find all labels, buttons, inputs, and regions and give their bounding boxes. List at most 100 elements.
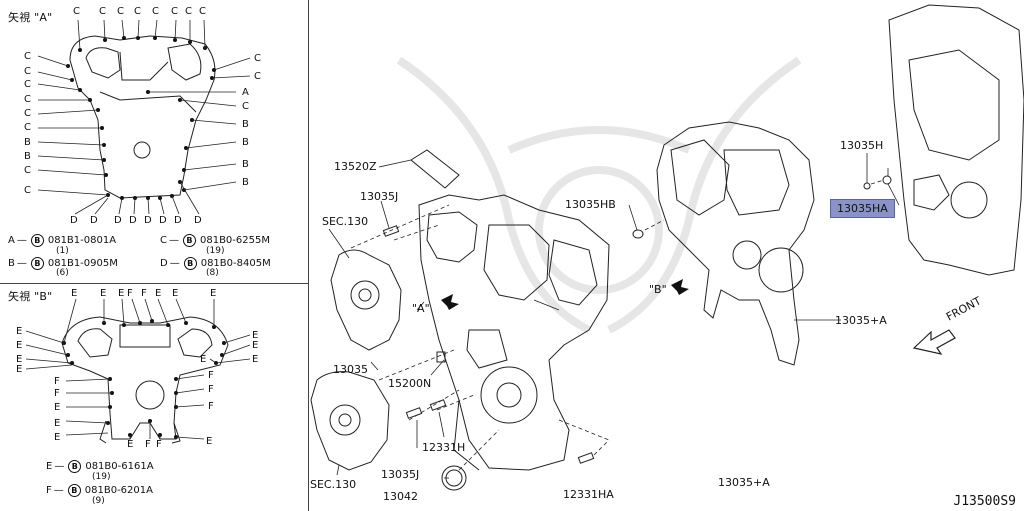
view-a-left-letter: C (24, 185, 32, 196)
view-a-left-letter: C (24, 165, 32, 176)
part-number[interactable]: 081B0-6255M (199, 235, 270, 246)
part-number[interactable]: 081B0-6161A (85, 461, 154, 472)
view-b-top-letter: E (118, 288, 125, 299)
view-b-lower-left-letter: E (54, 418, 61, 429)
view-b-lower-left-letter: F (54, 376, 60, 387)
view-a-bottom-letter: D (144, 215, 152, 226)
view-b-right-letter: E (200, 354, 207, 365)
left-panel-divider (308, 0, 309, 511)
view-b-left-letter: E (16, 364, 23, 375)
part-callout-13042[interactable]: 13042 (383, 490, 418, 503)
view-a-left-letter: C (24, 79, 32, 90)
view-a-bottom-letter: D (174, 215, 182, 226)
view-b-top-letter: F (127, 288, 133, 299)
legend-qty: (6) (56, 268, 69, 278)
view-b-top-letter: E (155, 288, 162, 299)
part-callout-13035a-bottom[interactable]: 13035+A (718, 476, 770, 489)
view-b-bottom-letter: F (145, 439, 151, 450)
view-a-right-letter: B (242, 177, 250, 188)
view-a-left-letter: B (24, 137, 32, 148)
view-b-lower-left-letter: E (54, 432, 61, 443)
view-a-left-letter: C (24, 122, 32, 133)
view-arrow-icon (441, 279, 689, 310)
view-a-right-letter: C (242, 101, 250, 112)
view-a-top-letter: C (199, 6, 207, 17)
view-b-lower-left-letter: F (54, 388, 60, 399)
view-a-title: 矢視 "A" (8, 11, 53, 24)
bolt-circle-icon: B (182, 234, 196, 247)
view-a-cover-drawing (37, 19, 251, 215)
view-a-legend-row-d: D— B 081B0-8405M (160, 257, 271, 270)
view-b-lower-right-letter: F (208, 401, 214, 412)
view-b-bottom-letter: E (206, 436, 213, 447)
section-ref-sec130-top[interactable]: SEC.130 (322, 215, 369, 228)
view-a-top-letter: C (152, 6, 160, 17)
view-a-left-letter: B (24, 151, 32, 162)
part-callout-13520z[interactable]: 13520Z (334, 160, 377, 173)
part-callout-13035[interactable]: 13035 (333, 363, 368, 376)
view-a-bottom-letter: D (114, 215, 122, 226)
view-a-bottom-letter: D (129, 215, 137, 226)
view-b-right-letter: E (252, 340, 259, 351)
view-a-legend-row-c: C— B 081B0-6255M (160, 234, 270, 247)
legend-qty: (19) (92, 472, 111, 482)
view-a-bottom-letter: D (90, 215, 98, 226)
view-a-bottom-letter: D (159, 215, 167, 226)
part-callout-13035a-right[interactable]: 13035+A (835, 314, 887, 327)
part-callout-12331ha[interactable]: 12331HA (563, 488, 614, 501)
section-ref-sec130-bottom[interactable]: SEC.130 (310, 478, 357, 491)
view-a-right-letter: B (242, 159, 250, 170)
bolt-circle-icon: B (30, 234, 44, 247)
part-callout-15200n[interactable]: 15200N (388, 377, 432, 390)
view-a-top-letter: C (185, 6, 193, 17)
view-a-top-letter: C (99, 6, 107, 17)
view-b-bottom-letter: F (156, 439, 162, 450)
view-b-top-letter: E (172, 288, 179, 299)
part-callout-13035hb[interactable]: 13035HB (565, 198, 616, 211)
part-number[interactable]: 081B1-0905M (47, 258, 118, 269)
view-b-right-letter: E (252, 330, 259, 341)
view-a-top-letter: C (117, 6, 125, 17)
legend-qty: (9) (92, 496, 105, 506)
view-b-top-letter: E (71, 288, 78, 299)
view-b-right-letter: E (252, 354, 259, 365)
view-a-top-letter: C (171, 6, 179, 17)
view-a-right-letter: C (254, 53, 262, 64)
view-a-left-letter: C (24, 51, 32, 62)
diagram-code: J13500S9 (953, 494, 1016, 509)
view-a-left-letter: C (24, 66, 32, 77)
view-a-legend-row-a: A— B 081B1-0801A (8, 234, 117, 247)
view-b-title: 矢視 "B" (8, 290, 53, 303)
part-callout-13035h[interactable]: 13035H (840, 139, 884, 152)
part-callout-12331h[interactable]: 12331H (422, 441, 466, 454)
legend-qty: (19) (206, 246, 225, 256)
view-a-left-letter: C (24, 94, 32, 105)
view-a-marker[interactable]: "A" (412, 302, 430, 315)
part-number[interactable]: 081B0-6201A (84, 485, 153, 496)
part-callout-13035j-bottom[interactable]: 13035J (381, 468, 420, 481)
part-number[interactable]: 081B0-8405M (200, 258, 271, 269)
bolt-circle-icon: B (183, 257, 197, 270)
view-a-left-letter: C (24, 108, 32, 119)
view-a-right-letter: B (242, 119, 250, 130)
view-b-lower-left-letter: E (54, 402, 61, 413)
view-b-cover-drawing (25, 298, 251, 444)
view-a-right-letter: C (254, 71, 262, 82)
view-divider (0, 283, 308, 284)
view-b-lower-right-letter: F (208, 370, 214, 381)
part-callout-13035ha-highlighted[interactable]: 13035HA (830, 199, 895, 218)
part-callout-13035j-top[interactable]: 13035J (360, 190, 399, 203)
bolt-circle-icon: B (68, 460, 82, 473)
view-a-top-letter: C (73, 6, 81, 17)
view-b-marker[interactable]: "B" (649, 283, 667, 296)
view-a-bottom-letter: D (70, 215, 78, 226)
view-a-right-letter: A (242, 87, 250, 98)
view-b-left-letter: E (16, 354, 23, 365)
view-b-bottom-letter: E (127, 439, 134, 450)
legend-qty: (8) (206, 268, 219, 278)
view-b-legend-row-e: E— B 081B0-6161A (46, 460, 154, 473)
view-a-right-letter: B (242, 137, 250, 148)
part-number[interactable]: 081B1-0801A (47, 235, 117, 246)
view-b-top-letter: E (210, 288, 217, 299)
